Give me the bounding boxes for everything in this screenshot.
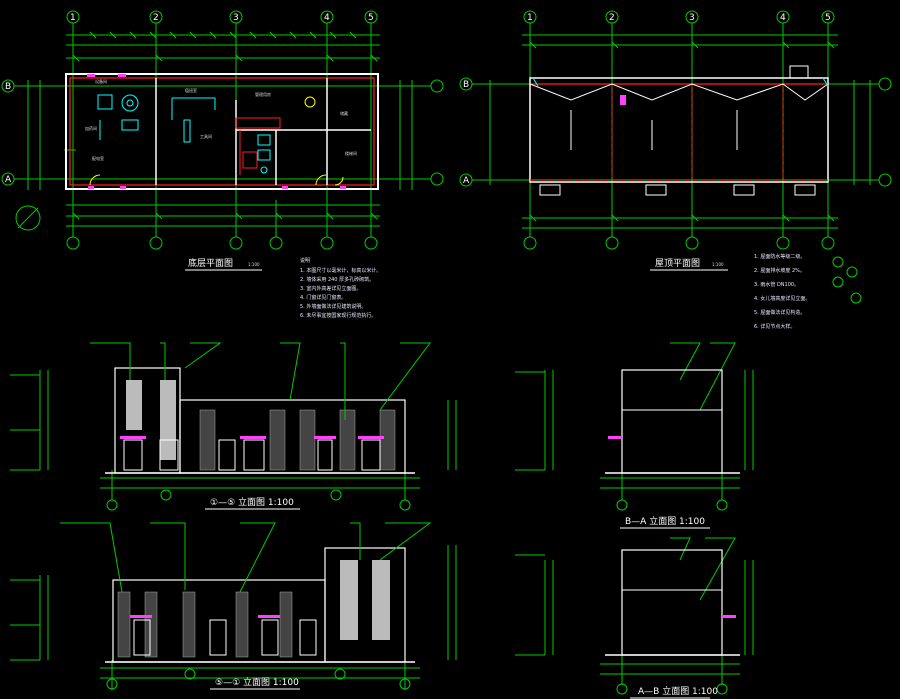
roof-axis-1-label: 1 [527, 13, 533, 23]
svg-text:值班室: 值班室 [185, 87, 197, 93]
svg-text:1. 本图尺寸以毫米计，标高以米计。: 1. 本图尺寸以毫米计，标高以米计。 [300, 267, 381, 274]
svg-text:3. 雨水管 DN100。: 3. 雨水管 DN100。 [754, 281, 799, 288]
side-elevation-ab-title: A—B 立面图 1:100 [638, 685, 718, 697]
svg-text:5. 屋面做法详见构造。: 5. 屋面做法详见构造。 [754, 309, 805, 316]
axis-a-label: A [5, 175, 12, 185]
axis-3-label: 3 [233, 13, 239, 23]
general-notes: 说明 1. 本图尺寸以毫米计，标高以米计。 2. 墙体采用 240 厚多孔砖砌筑… [300, 257, 381, 319]
svg-text:工具间: 工具间 [200, 133, 212, 139]
svg-text:1. 屋面防水等级二级。: 1. 屋面防水等级二级。 [754, 253, 805, 260]
roof-axis-2-label: 2 [609, 13, 615, 23]
svg-text:加药间: 加药间 [85, 125, 97, 131]
svg-text:说明: 说明 [300, 257, 310, 264]
svg-text:设备间: 设备间 [95, 78, 107, 84]
axis-2-label: 2 [153, 13, 159, 23]
axis-4-label: 4 [324, 13, 330, 23]
side-elevation-ab: A—B 立面图 1:100 [515, 537, 754, 699]
back-elevation-title: ⑤—① 立面图 1:100 [215, 676, 299, 688]
roof-axis-4-label: 4 [780, 13, 786, 23]
axis-b-label: B [5, 82, 11, 92]
svg-text:2. 墙体采用 240 厚多孔砖砌筑。: 2. 墙体采用 240 厚多孔砖砌筑。 [300, 276, 374, 283]
ground-plan-title: 底层平面图 [188, 257, 233, 269]
ground-floor-plan: 设备间 值班室 管理用房 工具间 储藏 楼梯间 加药间 配电室 底层平面图 1:… [1, 10, 444, 271]
roof-plan-title: 屋顶平面图 [655, 258, 700, 269]
svg-text:5. 外墙面做法详见建筑说明。: 5. 外墙面做法详见建筑说明。 [300, 303, 366, 310]
roof-notes: 1. 屋面防水等级二级。 2. 屋面排水坡度 2%。 3. 雨水管 DN100。… [754, 253, 862, 330]
svg-text:4. 门窗详见门窗表。: 4. 门窗详见门窗表。 [300, 294, 346, 301]
roof-axis-b-label: B [463, 80, 469, 90]
ground-plan-scale: 1:100 [248, 262, 260, 267]
side-elevation-ba-title: B—A 立面图 1:100 [625, 515, 705, 527]
roof-axis-5-label: 5 [825, 13, 831, 23]
svg-text:6. 详见节点大样。: 6. 详见节点大样。 [754, 323, 795, 330]
svg-text:储藏: 储藏 [340, 110, 348, 116]
axis-1-label: 1 [70, 13, 76, 23]
svg-text:管理用房: 管理用房 [255, 91, 271, 97]
svg-text:6. 未尽事宜按国家现行规范执行。: 6. 未尽事宜按国家现行规范执行。 [300, 312, 376, 319]
roof-plan: 屋顶平面图 1:100 [459, 10, 892, 271]
svg-text:2. 屋面排水坡度 2%。: 2. 屋面排水坡度 2%。 [754, 267, 805, 274]
roof-axis-3-label: 3 [689, 13, 695, 23]
north-arrow-icon [15, 205, 41, 231]
svg-text:配电室: 配电室 [92, 155, 104, 161]
svg-text:楼梯间: 楼梯间 [345, 150, 357, 156]
svg-text:3. 室内外高差详见立面图。: 3. 室内外高差详见立面图。 [300, 285, 361, 292]
front-elevation: ①—⑤ 立面图 1:100 [10, 342, 457, 511]
side-elevation-ba: B—A 立面图 1:100 [515, 342, 754, 529]
roof-plan-scale: 1:100 [712, 262, 724, 267]
back-elevation: ⑤—① 立面图 1:100 [10, 522, 457, 690]
axis-5-label: 5 [368, 13, 374, 23]
svg-text:4. 女儿墙高度详见立面。: 4. 女儿墙高度详见立面。 [754, 295, 810, 302]
front-elevation-title: ①—⑤ 立面图 1:100 [210, 496, 294, 508]
roof-axis-a-label: A [463, 176, 470, 186]
